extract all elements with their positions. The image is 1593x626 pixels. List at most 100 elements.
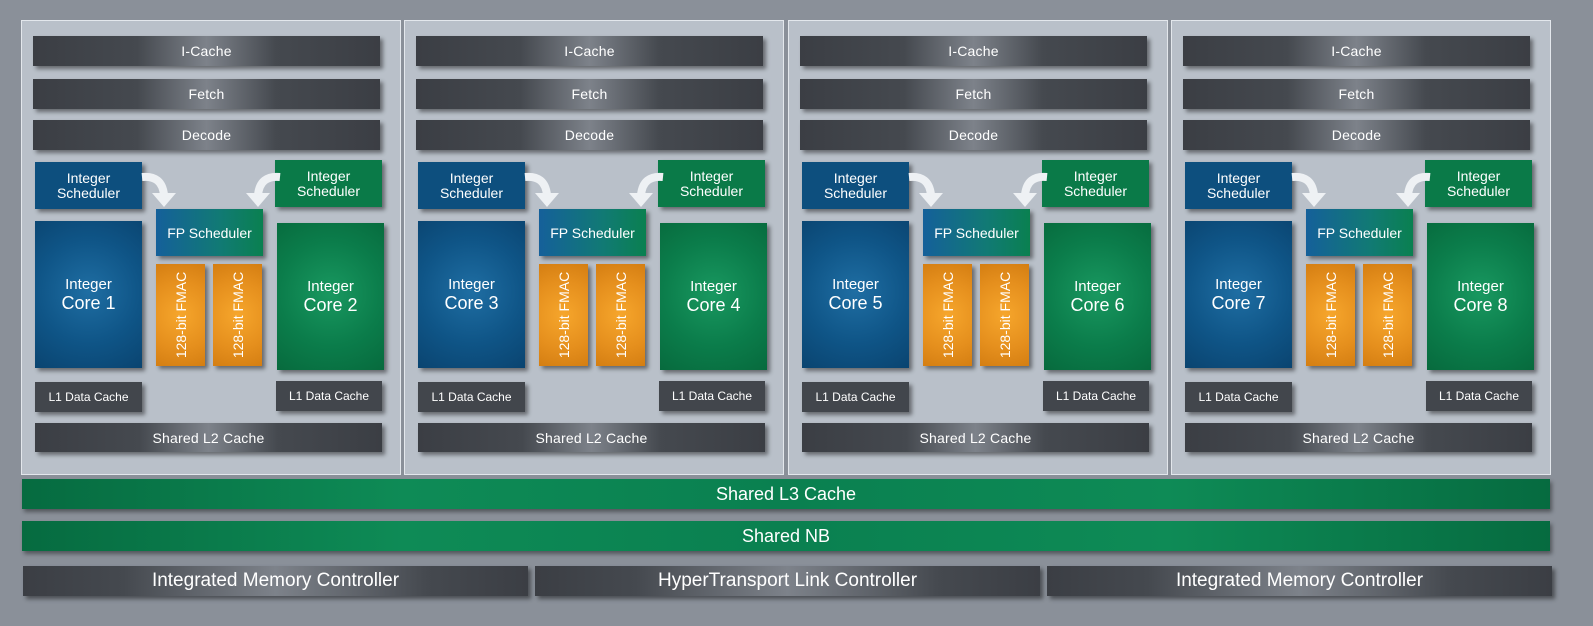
fmac-unit-2: 128-bit FMAC: [1363, 264, 1412, 366]
fp-scheduler: FP Scheduler: [923, 209, 1030, 256]
fmac-unit-1-label: 128-bit FMAC: [172, 271, 189, 359]
shared-l2-cache: Shared L2 Cache: [802, 423, 1149, 452]
fp-scheduler: FP Scheduler: [156, 209, 263, 256]
fetch-unit: Fetch: [1183, 79, 1530, 109]
integer-scheduler-left-line1: Integer: [66, 169, 111, 186]
shared-l2-cache: Shared L2 Cache: [35, 423, 382, 452]
integer-core-right: Integer Core 8: [1427, 223, 1534, 370]
integrated-memory-controller-right: Integrated Memory Controller: [1047, 566, 1552, 596]
integer-scheduler-left-line2: Scheduler: [823, 184, 888, 201]
i-cache: I-Cache: [800, 36, 1147, 66]
integer-core-right-line1: Integer: [1457, 278, 1504, 295]
curved-arrow-left-icon: [629, 172, 664, 207]
integrated-memory-controller-left: Integrated Memory Controller: [23, 566, 528, 596]
fmac-unit-1: 128-bit FMAC: [539, 264, 588, 366]
integer-core-right-line2: Core 4: [686, 295, 741, 315]
integer-core-right: Integer Core 4: [660, 223, 767, 370]
fmac-unit-2: 128-bit FMAC: [213, 264, 262, 366]
integer-scheduler-left-line2: Scheduler: [439, 184, 504, 201]
integer-core-right: Integer Core 2: [277, 223, 384, 370]
integer-core-left-line1: Integer: [65, 276, 112, 293]
integer-core-left-line1: Integer: [448, 276, 495, 293]
fmac-unit-1: 128-bit FMAC: [923, 264, 972, 366]
integer-core-right-line1: Integer: [307, 278, 354, 295]
curved-arrow-left-icon: [1013, 172, 1048, 207]
fetch-unit: Fetch: [800, 79, 1147, 109]
fp-scheduler: FP Scheduler: [539, 209, 646, 256]
fmac-unit-1: 128-bit FMAC: [1306, 264, 1355, 366]
integer-core-left-line2: Core 1: [61, 293, 116, 313]
curved-arrow-right-icon: [524, 172, 559, 207]
fmac-unit-2: 128-bit FMAC: [596, 264, 645, 366]
fmac-unit-1: 128-bit FMAC: [156, 264, 205, 366]
integer-core-right-line1: Integer: [1074, 278, 1121, 295]
fetch-unit: Fetch: [416, 79, 763, 109]
fp-scheduler: FP Scheduler: [1306, 209, 1413, 256]
integer-core-right-line2: Core 6: [1070, 295, 1125, 315]
integer-scheduler-left-line1: Integer: [1216, 169, 1261, 186]
decode-unit: Decode: [800, 120, 1147, 150]
decode-unit: Decode: [33, 120, 380, 150]
integer-scheduler-left-line2: Scheduler: [1206, 184, 1271, 201]
l1-data-cache-right: L1 Data Cache: [1426, 381, 1532, 411]
curved-arrow-right-icon: [908, 172, 943, 207]
integer-core-left-line2: Core 3: [444, 293, 499, 313]
fetch-unit: Fetch: [33, 79, 380, 109]
l1-data-cache-left: L1 Data Cache: [418, 382, 525, 412]
decode-unit: Decode: [1183, 120, 1530, 150]
integer-scheduler-right-line2: Scheduler: [679, 182, 744, 199]
integer-scheduler-left-line2: Scheduler: [56, 184, 121, 201]
integer-core-left: Integer Core 5: [802, 221, 909, 368]
integer-core-left-line1: Integer: [832, 276, 879, 293]
integer-core-left: Integer Core 1: [35, 221, 142, 368]
integer-scheduler-right-line1: Integer: [306, 167, 351, 184]
fmac-unit-1-label: 128-bit FMAC: [555, 271, 572, 359]
integer-core-right-line1: Integer: [690, 278, 737, 295]
integer-scheduler-right-line2: Scheduler: [296, 182, 361, 199]
shared-l3-cache: Shared L3 Cache: [22, 479, 1550, 509]
l1-data-cache-left: L1 Data Cache: [802, 382, 909, 412]
curved-arrow-right-icon: [1291, 172, 1326, 207]
fmac-unit-2: 128-bit FMAC: [980, 264, 1029, 366]
l1-data-cache-right: L1 Data Cache: [1043, 381, 1149, 411]
integer-core-left-line2: Core 5: [828, 293, 883, 313]
integer-scheduler-right-line2: Scheduler: [1063, 182, 1128, 199]
integer-scheduler-right-line1: Integer: [1456, 167, 1501, 184]
fmac-unit-2-label: 128-bit FMAC: [996, 271, 1013, 359]
fmac-unit-2-label: 128-bit FMAC: [612, 271, 629, 359]
decode-unit: Decode: [416, 120, 763, 150]
hypertransport-link-controller: HyperTransport Link Controller: [535, 566, 1040, 596]
fmac-unit-2-label: 128-bit FMAC: [229, 271, 246, 359]
fmac-unit-1-label: 128-bit FMAC: [939, 271, 956, 359]
shared-northbridge: Shared NB: [22, 521, 1550, 551]
integer-core-left: Integer Core 3: [418, 221, 525, 368]
integer-core-left-line2: Core 7: [1211, 293, 1266, 313]
curved-arrow-right-icon: [141, 172, 176, 207]
integer-scheduler-left-line1: Integer: [449, 169, 494, 186]
shared-l2-cache: Shared L2 Cache: [1185, 423, 1532, 452]
curved-arrow-left-icon: [1396, 172, 1431, 207]
integer-scheduler-right-line2: Scheduler: [1446, 182, 1511, 199]
curved-arrow-left-icon: [246, 172, 281, 207]
integer-core-left: Integer Core 7: [1185, 221, 1292, 368]
shared-l2-cache: Shared L2 Cache: [418, 423, 765, 452]
integer-core-right: Integer Core 6: [1044, 223, 1151, 370]
fmac-unit-1-label: 128-bit FMAC: [1322, 271, 1339, 359]
i-cache: I-Cache: [416, 36, 763, 66]
l1-data-cache-right: L1 Data Cache: [276, 381, 382, 411]
l1-data-cache-right: L1 Data Cache: [659, 381, 765, 411]
integer-scheduler-right-line1: Integer: [689, 167, 734, 184]
integer-scheduler-left-line1: Integer: [833, 169, 878, 186]
integer-scheduler-right-line1: Integer: [1073, 167, 1118, 184]
